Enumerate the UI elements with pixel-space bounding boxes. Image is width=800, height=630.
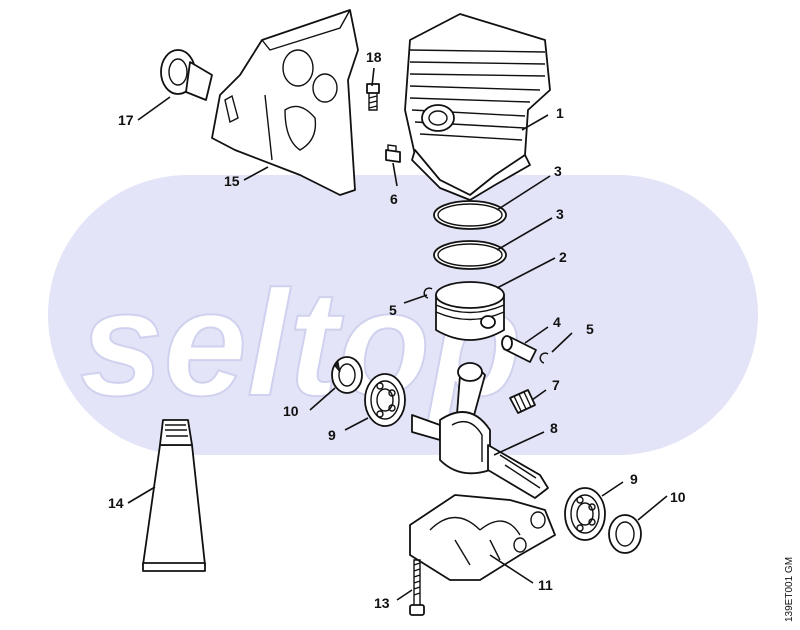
callout-15: 15 xyxy=(224,173,240,189)
callout-13: 13 xyxy=(374,595,390,611)
callouts: 1 2 3 3 4 5 5 6 7 8 9 9 10 10 11 13 14 1… xyxy=(108,49,686,611)
callout-3-upper: 3 xyxy=(554,163,562,179)
part-10-oil-seal-left xyxy=(331,356,363,394)
callout-9-right: 9 xyxy=(630,471,638,487)
callout-2: 2 xyxy=(559,249,567,265)
part-2-piston xyxy=(435,281,505,341)
callout-1: 1 xyxy=(556,105,564,121)
part-3-ring-upper xyxy=(433,200,507,230)
callout-3-lower: 3 xyxy=(556,206,564,222)
callout-11: 11 xyxy=(538,577,553,593)
watermark: seltop xyxy=(48,175,758,455)
part-14-tube xyxy=(142,419,206,572)
part-9-bearing-left xyxy=(364,373,406,427)
part-9-bearing-right xyxy=(564,487,606,541)
callout-6: 6 xyxy=(390,191,398,207)
part-8-crankshaft xyxy=(411,362,549,499)
callout-14: 14 xyxy=(108,495,124,511)
part-4-piston-pin xyxy=(501,335,537,363)
part-18-screw xyxy=(366,83,380,111)
watermark-text: seltop xyxy=(80,259,522,427)
part-13-screw xyxy=(409,559,425,616)
callout-4: 4 xyxy=(553,314,561,330)
callout-8: 8 xyxy=(550,420,558,436)
callout-9-left: 9 xyxy=(328,427,336,443)
leader-lines xyxy=(127,67,668,601)
part-15-shroud xyxy=(211,9,359,196)
callout-17: 17 xyxy=(118,112,134,128)
callout-10-left: 10 xyxy=(283,403,299,419)
callout-5-left: 5 xyxy=(389,302,397,318)
callout-18: 18 xyxy=(366,49,382,65)
callout-7: 7 xyxy=(552,377,560,393)
drawing-code: 139ET001 GM xyxy=(784,557,795,622)
part-3-ring-lower xyxy=(433,240,507,270)
part-5-circlip-left xyxy=(423,287,433,299)
part-5-circlip-right xyxy=(539,352,549,364)
callout-5-right: 5 xyxy=(586,321,594,337)
part-1-cylinder xyxy=(404,13,551,201)
part-11-crankcase xyxy=(409,494,556,581)
callout-10-right: 10 xyxy=(670,489,686,505)
part-10-oil-seal-right xyxy=(608,514,642,554)
part-7-needle-cage xyxy=(509,389,536,414)
part-17-grommet xyxy=(160,49,213,101)
part-6-valve xyxy=(385,144,401,163)
